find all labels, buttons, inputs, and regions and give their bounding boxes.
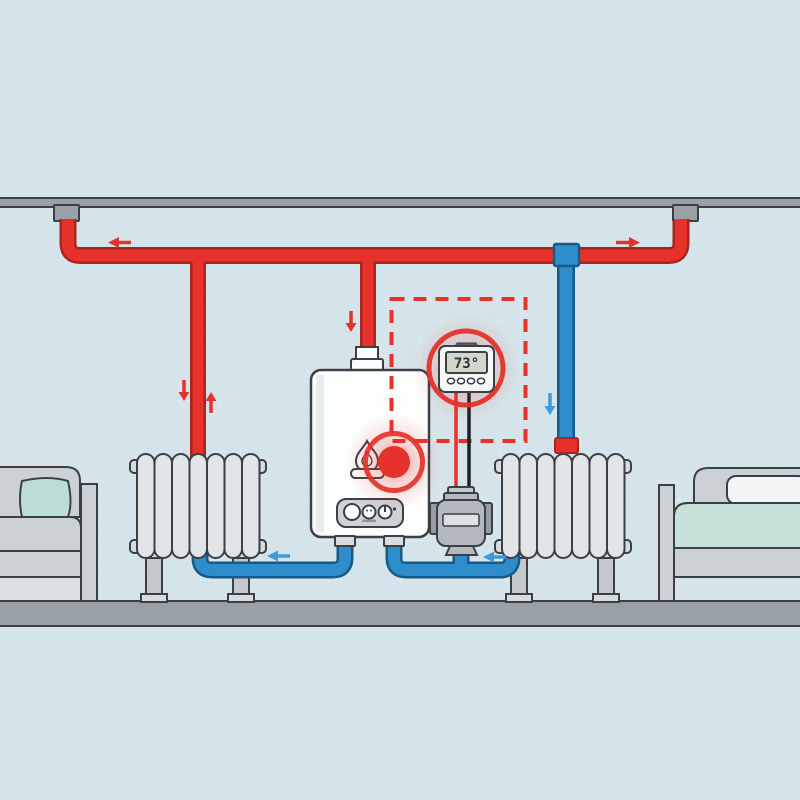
thermostat-button	[456, 377, 466, 385]
return-left-segment	[194, 538, 351, 576]
pipe-coupling	[552, 242, 581, 268]
ceiling-bracket-right	[672, 204, 699, 222]
arrow-return-left-1	[267, 550, 290, 562]
ceiling-bracket-left	[53, 204, 80, 222]
radiator-right	[494, 453, 632, 559]
bed-mattress	[673, 502, 800, 550]
arrow-supply-down-left-branch	[178, 380, 190, 401]
thermostat-button	[446, 377, 456, 385]
bed-foot-post	[658, 484, 675, 602]
thermostat-glow-ring	[426, 328, 506, 408]
dashed-highlight-zone	[389, 297, 528, 443]
dial-dot	[366, 509, 368, 512]
boiler-shade	[316, 375, 324, 532]
pump-window	[442, 513, 480, 527]
burner-glow-highlight	[346, 414, 442, 510]
boiler-return-collar-right	[383, 535, 405, 547]
glow-dot	[378, 446, 410, 478]
sofa-seat-cushion	[0, 516, 82, 552]
supply-pipes	[62, 219, 687, 458]
sofa-armrest	[80, 483, 98, 602]
supply-main-pipe	[62, 219, 687, 262]
arrow-supply-down-boiler	[345, 311, 357, 332]
thermostat-lcd	[445, 351, 488, 374]
bed	[658, 467, 800, 602]
bed-pillow	[726, 475, 800, 505]
arrow-supply-right	[616, 237, 640, 248]
arrow-return-left-2	[483, 551, 506, 563]
circulation-pump	[429, 486, 493, 556]
bed-frame-rail	[667, 547, 800, 578]
ceiling-bar	[0, 197, 800, 208]
arrow-supply-up-left-branch	[205, 392, 217, 413]
pump-bottom-cap	[444, 545, 479, 556]
dial-dot	[370, 509, 372, 512]
thermostat-display: 73°	[454, 356, 479, 372]
boiler-return-collar-left	[334, 535, 356, 547]
sofa-pillow	[19, 477, 72, 521]
floor-bar	[0, 600, 800, 627]
sofa	[0, 466, 98, 602]
room-thermostat: 73°	[412, 314, 520, 422]
arrow-supply-left	[108, 237, 131, 248]
flow-arrows	[108, 237, 640, 563]
sofa-front-rail	[0, 550, 82, 578]
sofa-base	[0, 576, 82, 602]
thermostat-button	[476, 377, 486, 385]
brand-mark	[362, 519, 376, 522]
arrow-return-down-right	[544, 393, 556, 415]
indicator-icon	[343, 503, 361, 521]
return-right-segment	[388, 538, 518, 576]
glow-ring	[363, 431, 425, 493]
thermostat-button	[466, 377, 476, 385]
radiator-left	[129, 453, 267, 559]
dial-icon	[361, 504, 377, 520]
radiator-inlet-valve	[554, 437, 579, 454]
